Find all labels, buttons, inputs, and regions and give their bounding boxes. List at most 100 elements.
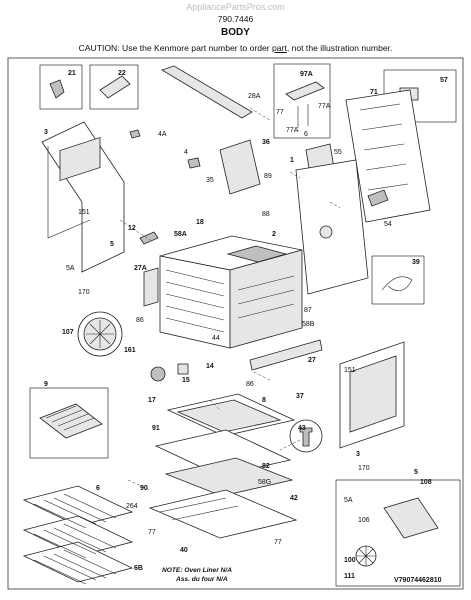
label-107: 107 bbox=[62, 329, 74, 336]
label-8: 8 bbox=[262, 397, 266, 404]
label-90: 90 bbox=[140, 485, 148, 492]
part-4a bbox=[129, 129, 141, 139]
label-151-right: 151 bbox=[344, 367, 356, 374]
label-77-bottom-b: 77 bbox=[274, 539, 282, 546]
label-4: 4 bbox=[184, 149, 188, 156]
label-58b: 58B bbox=[302, 321, 315, 328]
label-27a: 27A bbox=[134, 265, 147, 272]
label-21: 21 bbox=[68, 70, 76, 77]
label-91: 91 bbox=[152, 425, 160, 432]
label-14: 14 bbox=[206, 363, 214, 370]
label-77a-a: 77A bbox=[318, 103, 331, 110]
label-5-right: 5 bbox=[414, 469, 418, 476]
label-170-right: 170 bbox=[358, 465, 370, 472]
label-170-left: 170 bbox=[78, 289, 90, 296]
label-6-top: 6 bbox=[304, 131, 308, 138]
caution-text-after: , not the illustration number. bbox=[286, 43, 393, 53]
label-58g: 58G bbox=[258, 479, 271, 486]
label-37: 37 bbox=[296, 393, 304, 400]
label-6-rack: 6 bbox=[96, 485, 100, 492]
oven-cavity bbox=[159, 235, 303, 349]
part-107-fan bbox=[77, 311, 123, 357]
part-54 bbox=[367, 189, 389, 207]
label-86-right: 86 bbox=[246, 381, 254, 388]
diagram-frame bbox=[7, 57, 464, 590]
label-28a: 28A bbox=[248, 93, 261, 100]
label-97a: 97A bbox=[300, 71, 313, 78]
label-12: 12 bbox=[128, 225, 136, 232]
label-43: 43 bbox=[298, 425, 306, 432]
label-82: 82 bbox=[262, 463, 270, 470]
caution-text-underlined: part bbox=[272, 43, 287, 53]
label-36: 36 bbox=[262, 139, 270, 146]
label-35: 35 bbox=[206, 177, 214, 184]
label-264: 264 bbox=[126, 503, 138, 510]
caution-text-before: CAUTION: Use the Kenmore part number to … bbox=[78, 43, 273, 53]
label-77-top: 77 bbox=[276, 109, 284, 116]
label-18: 18 bbox=[196, 219, 204, 226]
body-frame-1 bbox=[295, 159, 369, 295]
label-111: 111 bbox=[344, 573, 355, 580]
label-161: 161 bbox=[124, 347, 136, 354]
label-3-right: 3 bbox=[356, 451, 360, 458]
label-1: 1 bbox=[290, 157, 294, 164]
label-86-left: 86 bbox=[136, 317, 144, 324]
label-39: 39 bbox=[412, 259, 420, 266]
part-21-box bbox=[39, 64, 83, 110]
label-27: 27 bbox=[308, 357, 316, 364]
label-88: 88 bbox=[262, 211, 270, 218]
part-22-box bbox=[89, 64, 139, 110]
label-17: 17 bbox=[148, 397, 156, 404]
part-17-knob bbox=[150, 366, 166, 382]
watermark-text: AppliancePartsPros.com bbox=[186, 2, 285, 12]
part-12 bbox=[139, 231, 159, 245]
part-4 bbox=[187, 157, 201, 169]
oven-door bbox=[339, 341, 405, 449]
label-100: 100 bbox=[344, 557, 356, 564]
part-28a-bracket bbox=[161, 65, 253, 119]
label-54: 54 bbox=[384, 221, 392, 228]
label-71: 71 bbox=[370, 89, 378, 96]
fan-blade-100 bbox=[355, 545, 377, 567]
oven-liner-note-line2: Ass. du four N/A bbox=[175, 576, 228, 583]
diagram-code: V79074462810 bbox=[394, 577, 442, 584]
part-14 bbox=[177, 363, 189, 375]
part-9-box bbox=[29, 387, 109, 459]
part-39-box bbox=[371, 255, 425, 305]
part-36-deflector bbox=[219, 139, 261, 195]
label-15: 15 bbox=[182, 377, 190, 384]
label-108: 108 bbox=[420, 479, 432, 486]
label-77-bottom-a: 77 bbox=[148, 529, 156, 536]
label-89: 89 bbox=[264, 173, 272, 180]
label-9: 9 bbox=[44, 381, 48, 388]
label-5a-right: 5A bbox=[344, 497, 353, 504]
label-42: 42 bbox=[290, 495, 298, 502]
label-87: 87 bbox=[304, 307, 312, 314]
model-part-number: 790.7446 bbox=[217, 14, 254, 24]
oven-racks bbox=[22, 485, 134, 585]
diagram-title: BODY bbox=[221, 27, 250, 38]
label-40: 40 bbox=[180, 547, 188, 554]
oven-liner-note-line1: NOTE: Oven Liner N/A bbox=[162, 567, 232, 574]
part-27-rail bbox=[249, 339, 323, 371]
label-5-left: 5 bbox=[110, 241, 114, 248]
label-44: 44 bbox=[212, 335, 220, 342]
convection-motor-box bbox=[335, 479, 461, 587]
caution-note: CAUTION: Use the Kenmore part number to … bbox=[0, 43, 471, 53]
label-3: 3 bbox=[44, 129, 48, 136]
part-43-screw-callout bbox=[289, 419, 323, 453]
lower-drawer-assembly bbox=[148, 393, 298, 539]
label-22: 22 bbox=[118, 70, 126, 77]
label-2: 2 bbox=[272, 231, 276, 238]
label-57: 57 bbox=[440, 77, 448, 84]
label-106: 106 bbox=[358, 517, 370, 524]
label-55: 55 bbox=[334, 149, 342, 156]
label-5a-left: 5A bbox=[66, 265, 75, 272]
label-151-left: 151 bbox=[78, 209, 90, 216]
label-4a: 4A bbox=[158, 131, 167, 138]
part-27a bbox=[143, 267, 159, 307]
label-77a-b: 77A bbox=[286, 127, 299, 134]
label-6b: 6B bbox=[134, 565, 143, 572]
label-58a: 58A bbox=[174, 231, 187, 238]
